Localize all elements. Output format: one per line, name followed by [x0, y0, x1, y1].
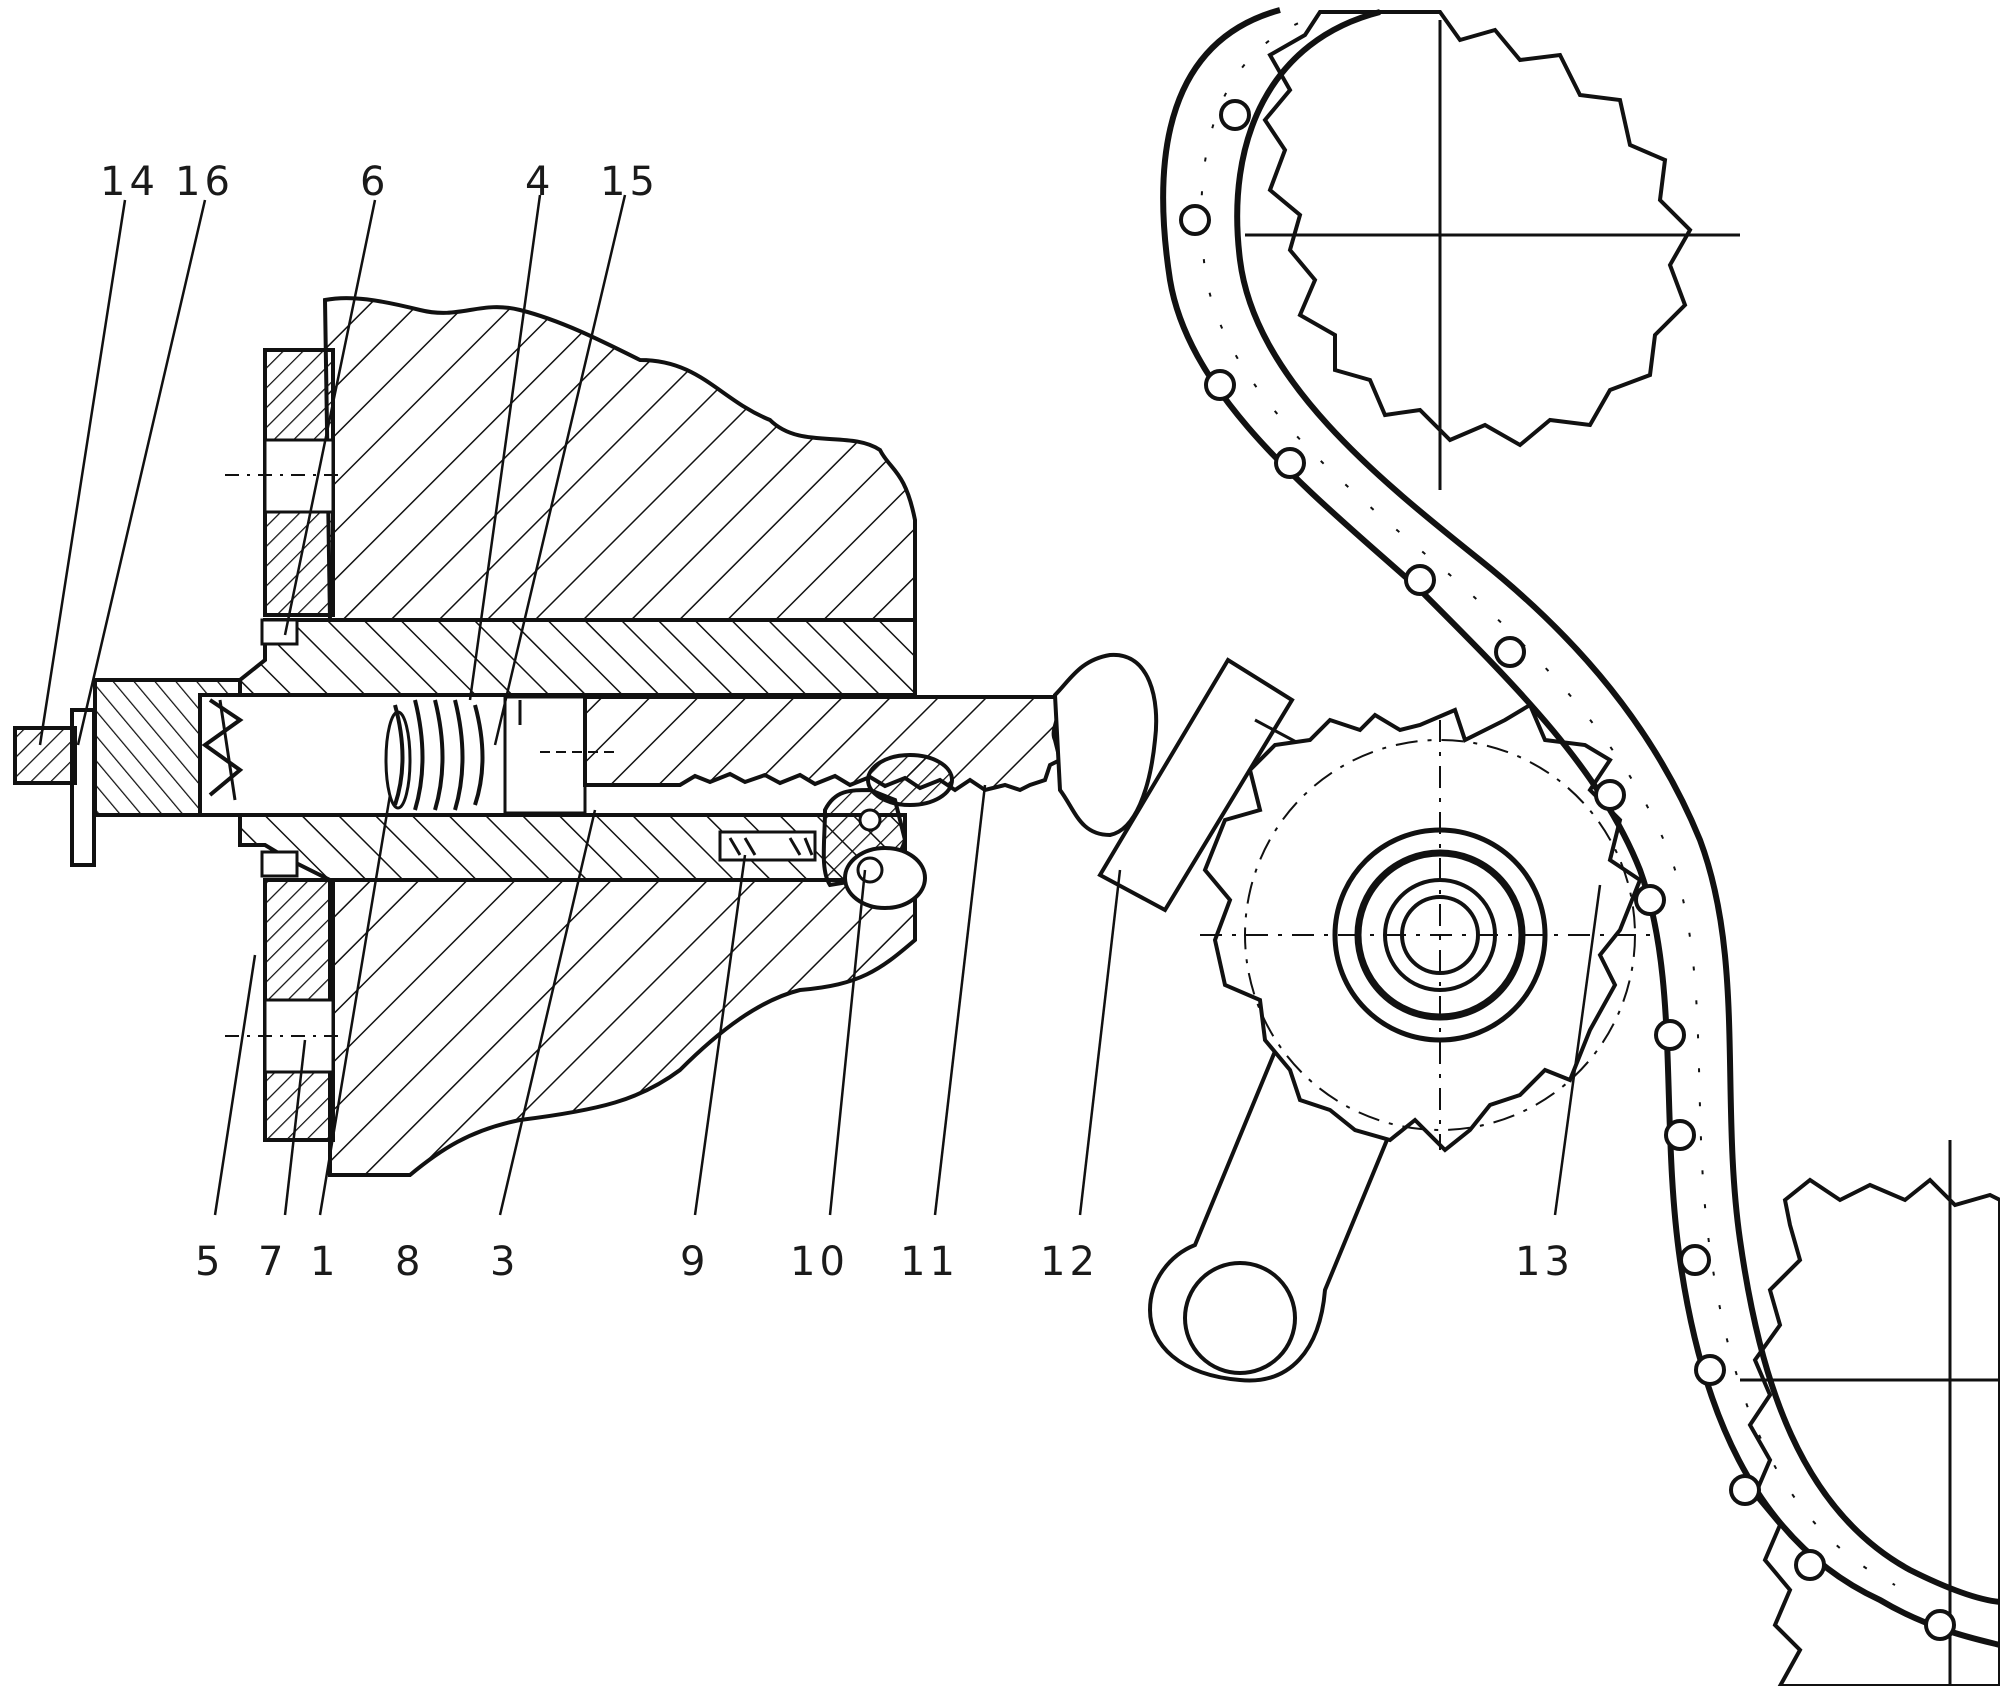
label-1: 1 — [310, 1239, 339, 1285]
label-16: 16 — [175, 159, 234, 205]
timing-chain — [1160, 7, 2000, 1648]
label-9: 9 — [680, 1239, 709, 1285]
label-10: 10 — [790, 1239, 849, 1285]
label-15: 15 — [600, 159, 659, 205]
flange-plate — [225, 348, 345, 1142]
idler-sprocket — [1200, 702, 1650, 1153]
label-7: 7 — [258, 1239, 287, 1285]
label-11: 11 — [900, 1239, 959, 1285]
ratchet-pawl — [718, 753, 954, 910]
label-14: 14 — [100, 159, 159, 205]
label-12: 12 — [1040, 1239, 1099, 1285]
label-5: 5 — [195, 1239, 224, 1285]
label-4: 4 — [525, 159, 554, 205]
label-8: 8 — [395, 1239, 424, 1285]
top-sprocket — [1245, 10, 1740, 490]
label-6: 6 — [360, 159, 389, 205]
label-3: 3 — [490, 1239, 519, 1285]
plunger-bore — [198, 693, 620, 817]
label-13: 13 — [1515, 1239, 1574, 1285]
leader-lines — [38, 194, 1602, 1216]
reference-labels: 14 16 6 4 15 5 7 1 8 3 9 10 11 12 13 — [100, 159, 1574, 1285]
